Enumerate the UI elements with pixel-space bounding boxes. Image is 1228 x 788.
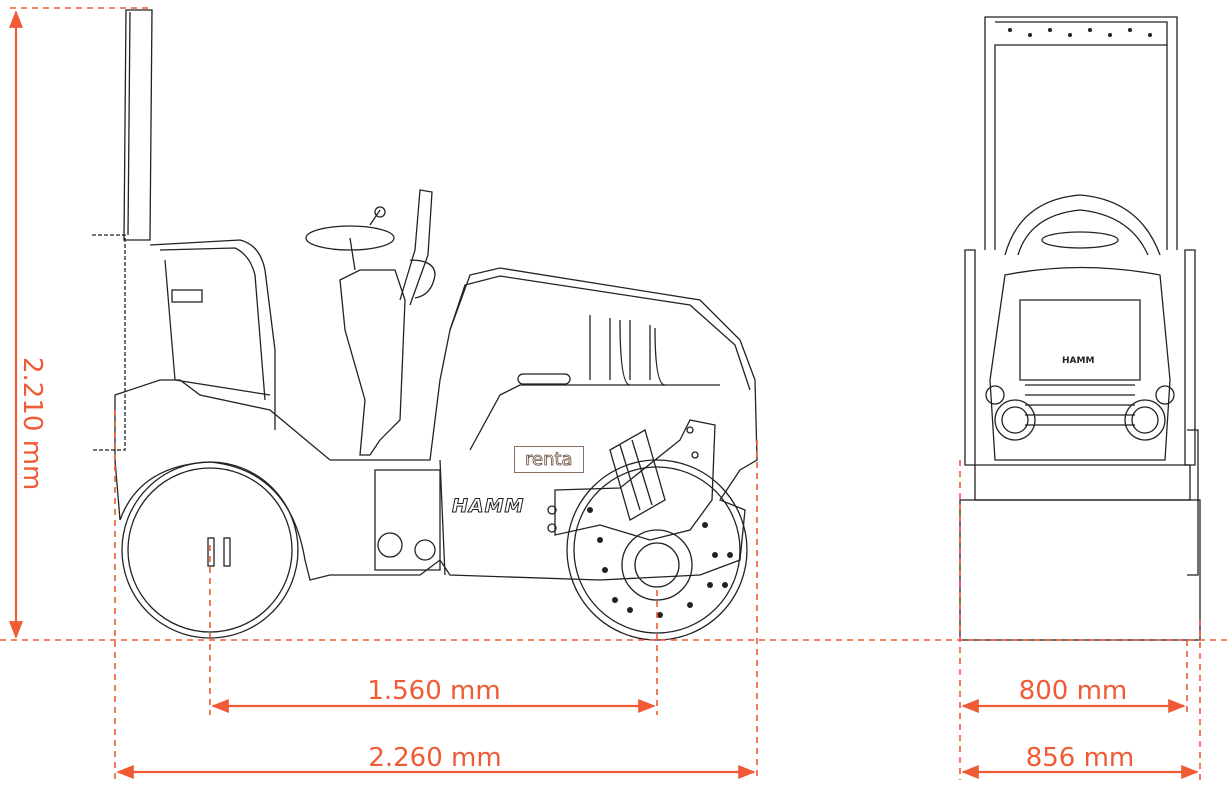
- length-dimension-label: 2.260 mm: [368, 743, 502, 773]
- side-view-roller: [92, 9, 758, 641]
- height-dimension-label: 2.210 mm: [17, 357, 47, 491]
- wheelbase-dimension-label: 1.560 mm: [367, 676, 501, 706]
- hamm-front-badge: HAMM: [1062, 356, 1095, 366]
- front-view-roller: [959, 16, 1201, 641]
- rops-bar: [123, 9, 153, 241]
- rops-frame: [984, 16, 1178, 250]
- front-drum-view: [959, 499, 1201, 641]
- drum-width-dimension-label: 800 mm: [1018, 676, 1128, 706]
- dimension-lines: [0, 7, 1228, 780]
- overall-width-dimension-label: 856 mm: [1025, 743, 1135, 773]
- renta-logo: renta: [514, 446, 584, 473]
- hamm-logo: HAMM: [451, 495, 525, 518]
